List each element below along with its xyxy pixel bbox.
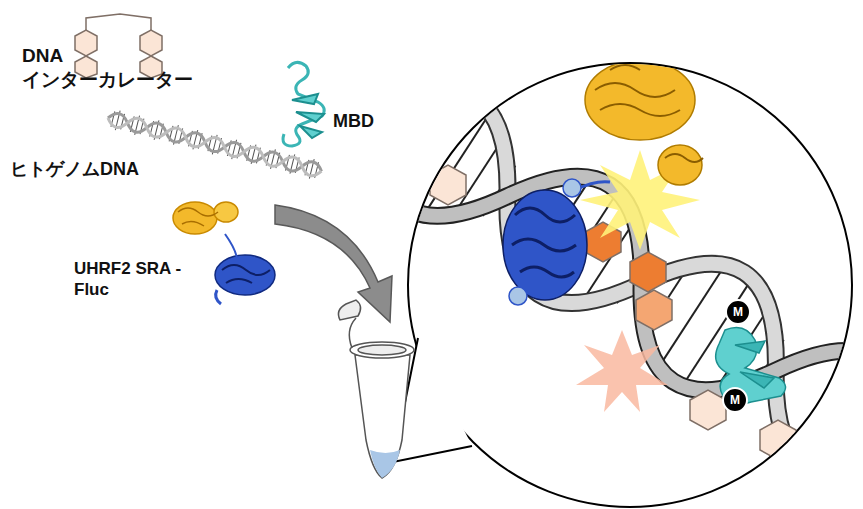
part-label: ヒトゲノムDNA bbox=[10, 158, 139, 181]
intercalator-icon bbox=[75, 14, 162, 78]
methyl-letter: M bbox=[733, 306, 743, 318]
part-label: MBD bbox=[333, 110, 374, 133]
zoom-content bbox=[338, 55, 863, 509]
methyl-mark: M bbox=[725, 299, 751, 325]
methyl-mark: M bbox=[722, 387, 748, 413]
part-label: UHRF2 SRA -Fluc bbox=[74, 258, 189, 301]
methyl-letter: M bbox=[730, 394, 740, 406]
part-label: DNA インターカレーター bbox=[22, 44, 157, 92]
sra-fluc-protein bbox=[173, 202, 275, 304]
tube bbox=[338, 300, 414, 478]
mbd-protein bbox=[283, 62, 324, 146]
process-arrow bbox=[275, 205, 392, 322]
